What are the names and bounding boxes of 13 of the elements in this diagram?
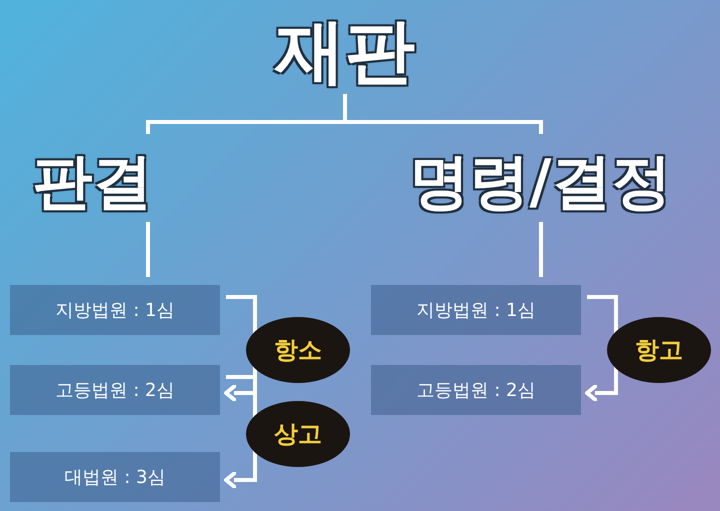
- court-box: 대법원 : 3심: [10, 452, 220, 502]
- heading-text: 명령/결정: [398, 146, 683, 218]
- heading-text: 재판: [260, 12, 430, 90]
- edge-label: 항고: [607, 317, 711, 383]
- edge-label: 항소: [246, 317, 350, 383]
- edge-label: 상고: [246, 400, 350, 466]
- court-box: 지방법원 : 1심: [371, 285, 581, 335]
- court-box: 지방법원 : 1심: [10, 285, 220, 335]
- connector-line: [539, 222, 543, 277]
- heading-text: 판결: [20, 146, 165, 218]
- court-box: 고등법원 : 2심: [10, 365, 220, 415]
- connector-line: [146, 222, 150, 277]
- court-box: 고등법원 : 2심: [371, 365, 581, 415]
